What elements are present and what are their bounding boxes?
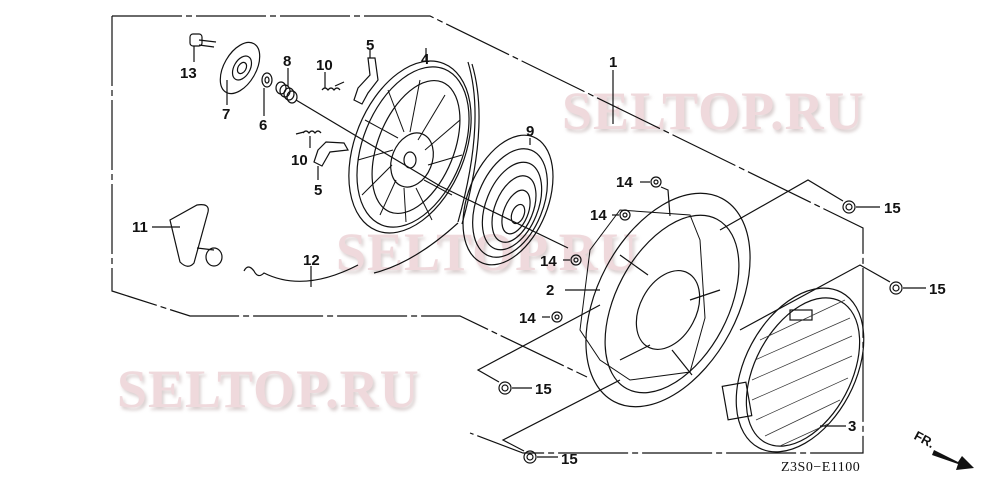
callout-5-upper: 5 <box>366 37 375 54</box>
callout-14-c: 14 <box>540 253 557 270</box>
assembly-frame <box>111 15 864 454</box>
callout-14-d: 14 <box>519 310 536 327</box>
part-7-ratchet-guide <box>219 41 261 105</box>
watermark-top: SELTOP.RU <box>562 81 865 141</box>
callout-10-upper: 10 <box>316 57 333 74</box>
callout-2: 2 <box>546 282 555 299</box>
part-15-nut-3 <box>476 304 601 395</box>
part-4-reel <box>348 48 480 234</box>
callout-15-a: 15 <box>884 200 901 217</box>
part-5-ratchet-lower <box>313 141 349 180</box>
part-8-spring <box>275 68 441 187</box>
callout-1: 1 <box>609 54 618 71</box>
part-14-nut-3 <box>563 254 582 266</box>
screen-mesh <box>751 299 853 447</box>
part-10-spring-upper <box>321 72 345 91</box>
callout-14-b: 14 <box>590 207 607 224</box>
part-15-nut-4 <box>501 379 621 464</box>
part-14-nut-4 <box>542 311 563 323</box>
callout-3: 3 <box>848 418 857 435</box>
callout-9: 9 <box>526 123 535 140</box>
callout-13: 13 <box>180 65 197 82</box>
part-9-recoil-spring <box>439 134 569 266</box>
callout-15-b: 15 <box>929 281 946 298</box>
callout-5-lower: 5 <box>314 182 323 199</box>
part-3-screen <box>721 287 865 453</box>
part-12-starter-rope <box>243 222 459 287</box>
part-14-nut-2 <box>612 209 631 221</box>
callout-8: 8 <box>283 53 292 70</box>
part-2-starter-case <box>565 192 751 408</box>
front-direction-arrow-icon <box>932 450 974 470</box>
part-15-nut-1 <box>719 179 880 231</box>
part-6-washer <box>261 72 273 116</box>
callout-10-lower: 10 <box>291 152 308 169</box>
callout-4: 4 <box>421 51 430 68</box>
callout-15-c: 15 <box>535 381 552 398</box>
diagram-code: Z3S0−E1100 <box>781 460 861 475</box>
callout-14-a: 14 <box>616 174 633 191</box>
part-13-bolt <box>189 33 217 62</box>
part-10-spring-lower <box>295 130 322 148</box>
part-15-nut-2 <box>739 264 926 331</box>
callout-7: 7 <box>222 106 231 123</box>
callout-6: 6 <box>259 117 268 134</box>
watermark-bottom: SELTOP.RU <box>117 359 420 419</box>
part-5-ratchet-upper <box>353 50 379 105</box>
part-14-nut-1 <box>640 176 671 217</box>
callout-11: 11 <box>132 219 148 236</box>
callout-12: 12 <box>303 252 320 269</box>
callout-15-d: 15 <box>561 451 578 468</box>
part-11-starter-grip <box>152 204 223 267</box>
